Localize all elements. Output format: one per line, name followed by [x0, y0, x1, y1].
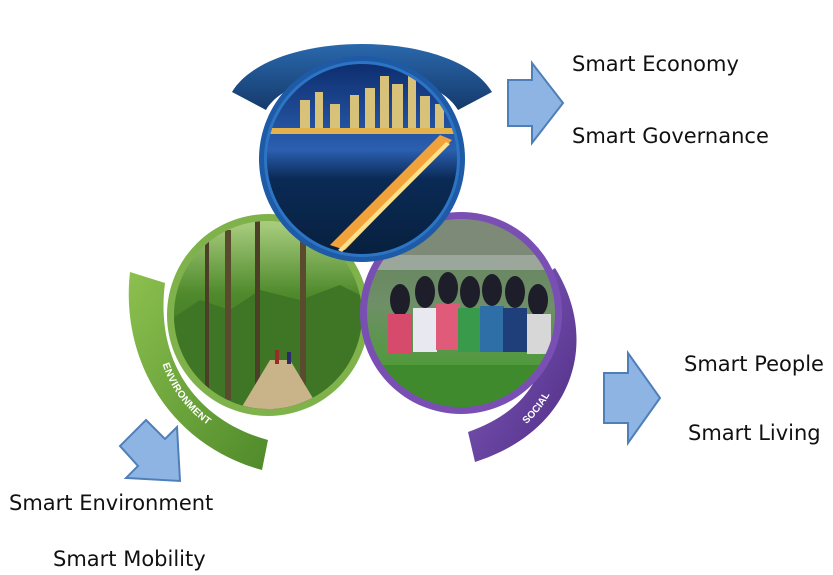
environment-arrow	[118, 418, 182, 483]
down-left-arrow-icon	[118, 418, 182, 483]
outcome-smart-governance: Smart Governance	[572, 124, 769, 148]
outcome-smart-mobility: Smart Mobility	[53, 547, 206, 571]
economy-photo	[259, 56, 465, 262]
economy-segment: ECONOMY	[232, 7, 492, 110]
economy-band	[232, 44, 492, 110]
economy-title: ECONOMY	[324, 7, 400, 27]
social-arrow	[603, 349, 662, 447]
environment-band	[128, 272, 268, 470]
right-arrow-icon	[507, 60, 565, 146]
outcome-smart-people: Smart People	[684, 352, 824, 376]
environment-photo	[167, 214, 369, 416]
outcome-smart-economy: Smart Economy	[572, 52, 739, 76]
right-arrow-icon	[603, 349, 662, 447]
economy-arrow	[507, 60, 565, 146]
outcome-smart-living: Smart Living	[688, 421, 821, 445]
outcome-smart-environment: Smart Environment	[9, 491, 214, 515]
social-photo	[360, 212, 562, 414]
